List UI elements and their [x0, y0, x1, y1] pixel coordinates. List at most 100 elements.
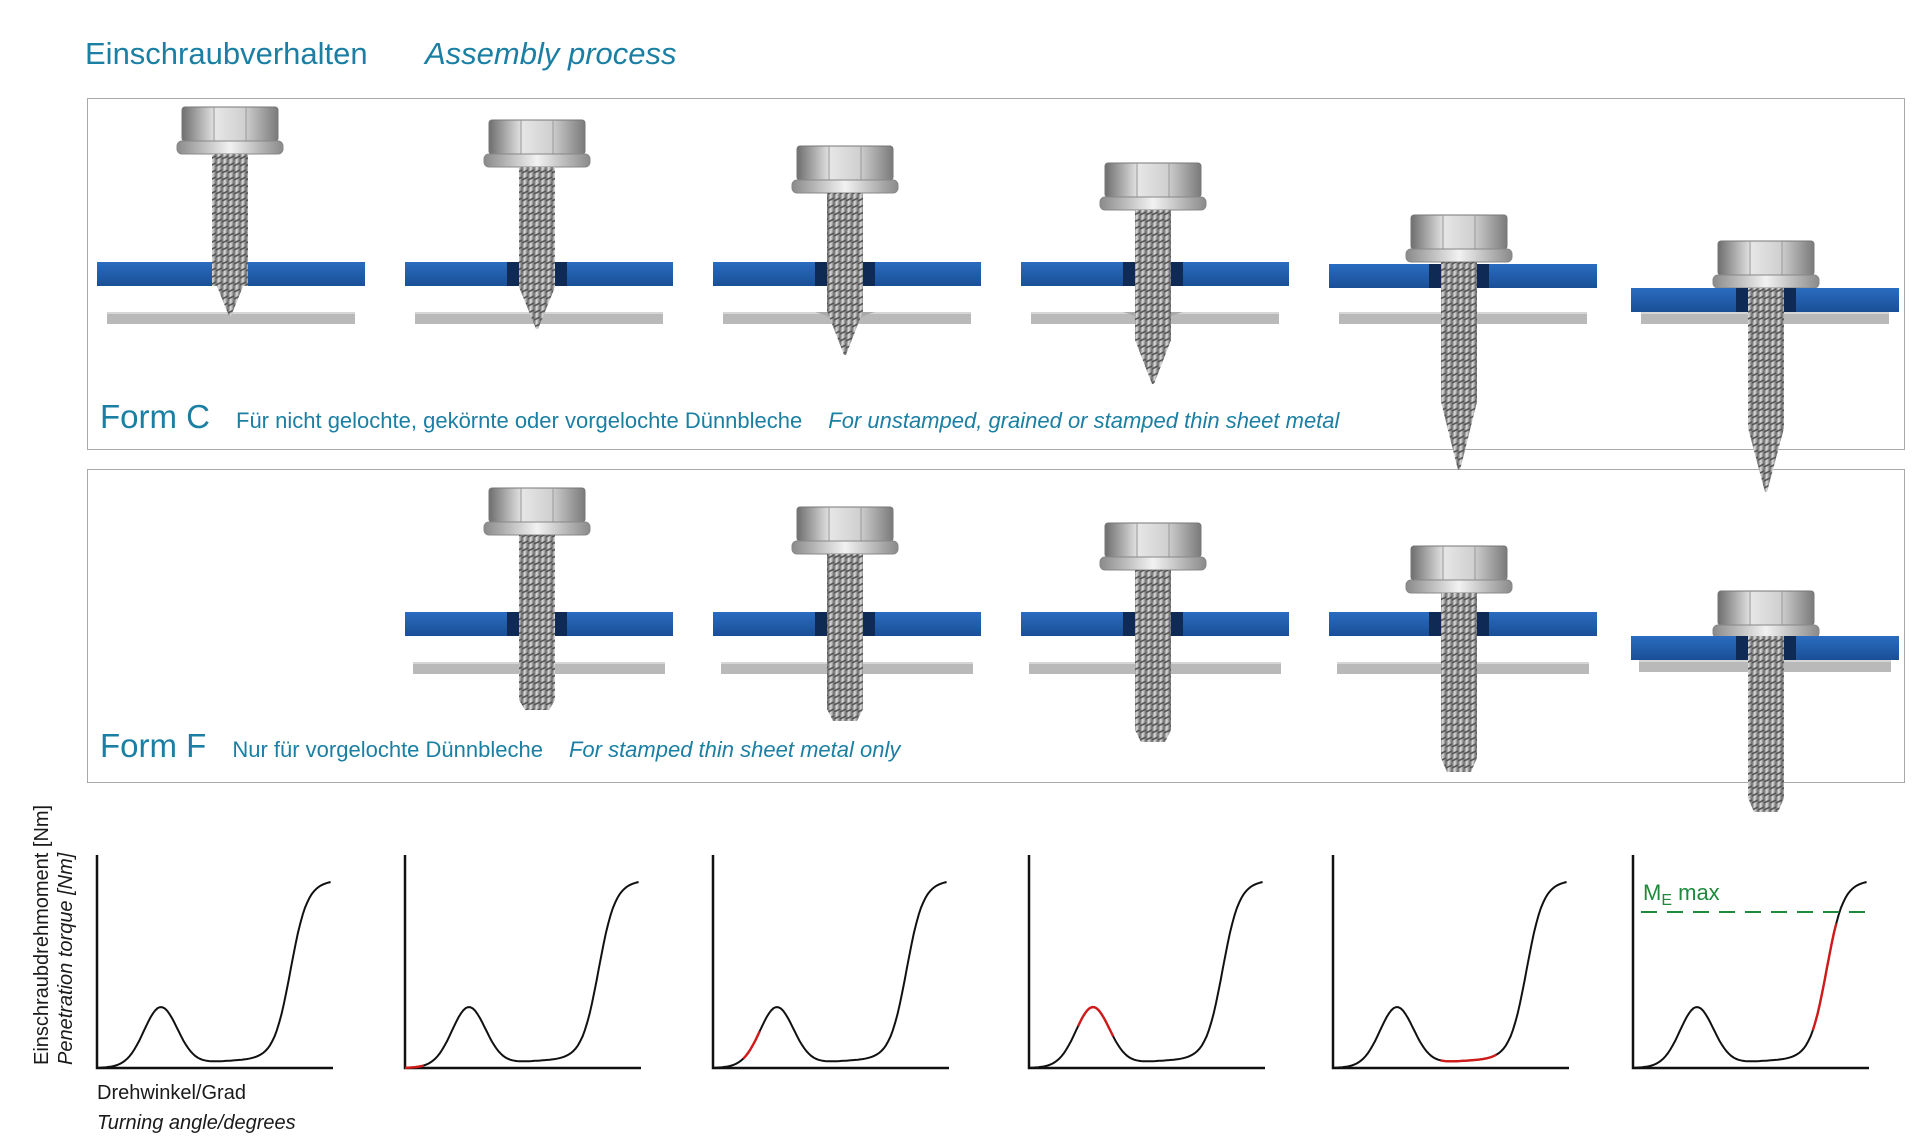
screw-tip [1441, 402, 1477, 470]
form-c-stage-5 [1329, 214, 1597, 470]
form-f-stage-5 [1631, 590, 1899, 812]
heading-de: Einschraubverhalten [85, 36, 368, 71]
screw-flange [791, 540, 899, 555]
screw-tip [827, 311, 863, 355]
screw-hex-head [488, 487, 586, 523]
screw-hex-head [1410, 545, 1508, 581]
form-f-stage-1 [405, 487, 673, 710]
screw-thread-in-sheet [1441, 264, 1477, 288]
screw-thread-in-sheet [1748, 636, 1784, 660]
screw-flange [1099, 556, 1207, 571]
torque-graph-5 [1331, 855, 1569, 1070]
me-max-label: ME max [1643, 880, 1720, 909]
screw-tip [519, 700, 555, 710]
torque-graph-6 [1631, 855, 1869, 1070]
screw-thread [1748, 638, 1784, 798]
screw-thread [827, 193, 863, 311]
screw-hex-head [1717, 240, 1815, 276]
form-f-desc-en: For stamped thin sheet metal only [568, 737, 901, 762]
screw-hex-head [796, 145, 894, 181]
screw-flange [1712, 274, 1820, 289]
form-c-stage-1 [97, 106, 365, 324]
screw-thread-in-sheet [827, 262, 863, 286]
screw-thread [212, 154, 248, 274]
form-c-caption: Form C Für nicht gelochte, gekörnte oder… [100, 398, 1339, 436]
grey-sheet [107, 312, 355, 324]
screw [483, 487, 591, 710]
form-c-stage-2 [405, 119, 673, 329]
form-c-desc-de: Für nicht gelochte, gekörnte oder vorgel… [236, 408, 803, 433]
screw-tip [1135, 340, 1171, 384]
screw-hex-head [181, 106, 279, 142]
screw-flange [483, 521, 591, 536]
graph-axes [95, 855, 333, 1070]
screw-thread-in-sheet [1135, 262, 1171, 286]
heading-en: Assembly process [425, 36, 677, 71]
graph-x-label-en: Turning angle/degrees [97, 1112, 296, 1134]
graph-x-axis-label: Drehwinkel/Grad Turning angle/degrees [97, 1078, 296, 1138]
form-c-panel [87, 98, 1905, 450]
torque-curve [96, 881, 331, 1069]
form-f-caption: Form F Nur für vorgelochte Dünnbleche Fo… [100, 727, 900, 765]
form-c-stage-6 [1631, 240, 1899, 492]
torque-curve [712, 881, 947, 1069]
screw-flange [1405, 248, 1513, 263]
torque-graph-4 [1027, 855, 1265, 1070]
screw-thread-in-sheet [519, 262, 555, 286]
screw-thread-in-sheet [827, 612, 863, 636]
graph-axes [403, 855, 641, 1070]
torque-graph-group [95, 855, 1869, 1070]
screw-tip [1441, 758, 1477, 772]
torque-graph-1 [95, 855, 333, 1070]
screw [1405, 545, 1513, 772]
torque-graph-2 [403, 855, 641, 1070]
form-f-label: Form F [100, 727, 207, 764]
graph-axes [1331, 855, 1569, 1070]
screw-tip [1748, 428, 1784, 492]
screw-thread-in-sheet [1748, 288, 1784, 312]
torque-curve-highlight [1077, 1005, 1115, 1037]
screw-tip [519, 287, 555, 329]
screw-stage-group [97, 106, 1899, 812]
form-f-desc-de: Nur für vorgelochte Dünnbleche [232, 737, 543, 762]
screw [1712, 590, 1820, 812]
form-c-stage-4 [1021, 162, 1289, 384]
graph-y-label-en: Penetration torque [Nm] [55, 852, 77, 1065]
screw-tip [1748, 798, 1784, 812]
screw-hex-head [796, 506, 894, 542]
screw-hex-head [1717, 590, 1815, 626]
screw-flange [791, 179, 899, 194]
screw [791, 145, 899, 355]
form-f-panel [87, 469, 1905, 783]
torque-curve-highlight [1811, 923, 1838, 1031]
screw [483, 119, 591, 329]
form-c-label: Form C [100, 398, 210, 435]
screw-hex-head [488, 119, 586, 155]
screw-tip [1135, 730, 1171, 742]
screw-thread-in-sheet [1441, 612, 1477, 636]
graph-y-label-de: Einschraubdrehmoment [Nm] [31, 804, 53, 1065]
screw-flange [1405, 579, 1513, 594]
torque-graph-3 [711, 855, 949, 1070]
form-f-stage-2 [713, 506, 981, 721]
torque-curve [1332, 881, 1567, 1069]
screw-thread [1135, 570, 1171, 730]
form-f-stage-3 [1021, 522, 1289, 742]
screw [1405, 214, 1513, 470]
screw-tip [827, 709, 863, 721]
screw [1712, 240, 1820, 492]
graph-x-label-de: Drehwinkel/Grad [97, 1082, 246, 1104]
torque-curve [1028, 881, 1263, 1069]
graph-axes [1027, 855, 1265, 1070]
form-c-desc-en: For unstamped, grained or stamped thin s… [828, 408, 1340, 433]
torque-curve [404, 881, 639, 1069]
screw-hex-head [1410, 214, 1508, 250]
screw-thread-in-sheet [1135, 612, 1171, 636]
torque-curve-highlight [742, 1030, 761, 1060]
graph-y-axis-label: Einschraubdrehmoment [Nm] Penetration to… [30, 805, 78, 1065]
screw-thread-in-sheet [519, 612, 555, 636]
torque-curve-highlight [404, 1064, 425, 1070]
graph-axes [711, 855, 949, 1070]
screw [176, 106, 284, 316]
